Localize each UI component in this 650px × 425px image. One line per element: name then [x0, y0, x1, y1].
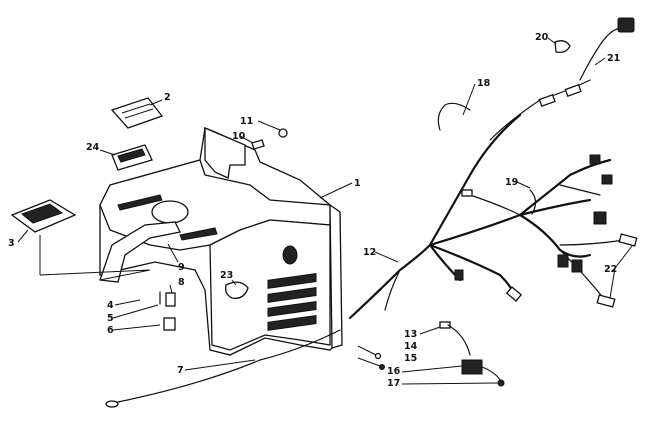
decal-24	[111, 144, 153, 171]
cable-7	[117, 329, 341, 403]
trim-piece	[99, 221, 181, 283]
callout-14: 14	[404, 341, 418, 352]
gauge-hole	[151, 200, 189, 224]
mount-bracket	[204, 127, 246, 179]
screw-15	[379, 364, 385, 370]
callout-5: 5	[107, 313, 114, 324]
callout-2: 2	[164, 92, 171, 103]
wire-19	[529, 189, 537, 215]
callout-15: 15	[404, 353, 417, 364]
callout-22: 22	[604, 264, 617, 275]
callout-13: 13	[404, 329, 417, 340]
decal-3	[10, 199, 77, 233]
screw-11	[278, 128, 288, 138]
decal-2	[110, 97, 164, 129]
washer-14	[374, 352, 382, 360]
screw-10	[251, 139, 265, 150]
vent-slots	[267, 273, 317, 331]
callout-8: 8	[178, 277, 185, 288]
callout-3: 3	[8, 238, 15, 249]
callout-20: 20	[535, 32, 549, 43]
connector-20-21	[554, 17, 635, 81]
round-opening	[282, 245, 298, 265]
callout-7: 7	[177, 365, 184, 376]
leader-lines	[17, 37, 633, 385]
relay-16	[461, 359, 483, 375]
clip-6	[163, 317, 176, 331]
callout-10: 10	[232, 131, 246, 142]
clip-8	[165, 292, 176, 307]
callout-9: 9	[178, 262, 185, 273]
callout-6: 6	[107, 325, 114, 336]
callout-16: 16	[387, 366, 401, 377]
callout-4: 4	[107, 300, 114, 311]
callout-18: 18	[477, 78, 491, 89]
callout-1: 1	[354, 178, 361, 189]
callout-12: 12	[363, 247, 376, 258]
callout-17: 17	[387, 378, 400, 389]
decal-23	[224, 281, 249, 299]
callout-labels: 1 2 3 4 5 6 7 8 9 10 11 12 13 14 15 16 1…	[8, 32, 620, 389]
callout-21: 21	[607, 53, 620, 64]
nut-17	[497, 379, 505, 387]
callout-11: 11	[240, 116, 253, 127]
callout-24: 24	[86, 142, 100, 153]
callout-19: 19	[505, 177, 518, 188]
wiring-harness	[348, 79, 626, 320]
callout-23: 23	[220, 270, 233, 281]
